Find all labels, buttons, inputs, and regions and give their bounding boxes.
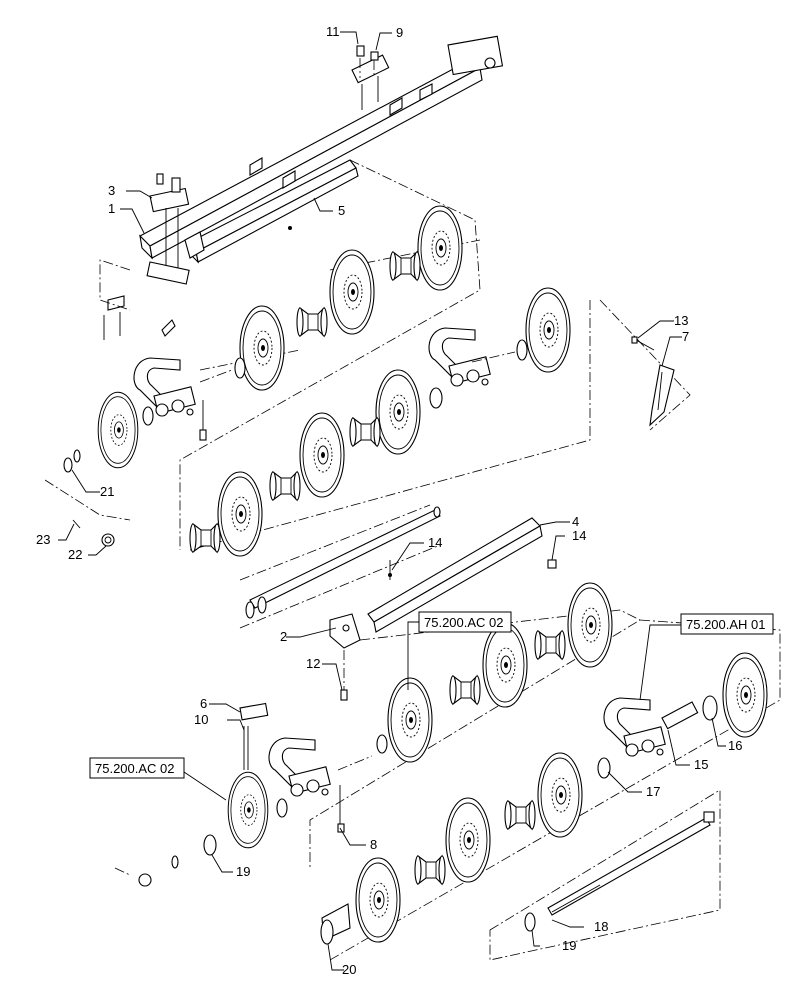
callout-19-left: 19	[236, 864, 250, 879]
bracket-part-2	[329, 613, 361, 701]
callout-9: 9	[396, 25, 403, 40]
callout-18: 18	[594, 919, 608, 934]
callout-14-center: 14	[428, 535, 442, 550]
callout-labels: 1 3 11 9 5 13 7 21 23 22 4 14 14 2 12 6 …	[36, 24, 742, 977]
callout-14-right: 14	[572, 528, 586, 543]
main-beam	[139, 35, 504, 260]
callout-19-right: 19	[562, 938, 576, 953]
scraper-bar	[184, 159, 359, 264]
lower-gang-discs	[114, 582, 768, 945]
nut-22-bolt-23	[72, 519, 115, 547]
callout-23: 23	[36, 532, 50, 547]
upper-gang-discs	[63, 205, 571, 557]
callout-15: 15	[694, 757, 708, 772]
callout-22: 22	[68, 547, 82, 562]
long-axle-18	[524, 811, 715, 932]
upper-gang-outline	[44, 159, 691, 551]
callout-5: 5	[338, 203, 345, 218]
reference-boxes: 75.200.AC 02 75.200.AC 02 75.200.AH 01	[89, 611, 774, 779]
ref-box-right: 75.200.AH 01	[686, 617, 766, 632]
top-clamp-hardware	[351, 45, 390, 110]
callout-21: 21	[100, 484, 114, 499]
lower-bar	[367, 517, 557, 633]
callout-2: 2	[280, 629, 287, 644]
callout-20: 20	[342, 962, 356, 977]
leader-lines	[58, 31, 726, 971]
left-clamp-hardware	[103, 173, 190, 340]
callout-1: 1	[108, 201, 115, 216]
callout-17: 17	[646, 784, 660, 799]
callout-13: 13	[674, 313, 688, 328]
callout-7: 7	[682, 329, 689, 344]
callout-8: 8	[370, 837, 377, 852]
ref-box-upper: 75.200.AC 02	[424, 615, 504, 630]
callout-3: 3	[108, 183, 115, 198]
callout-16: 16	[728, 738, 742, 753]
plate-6-bolt-10	[239, 702, 269, 770]
callout-4: 4	[572, 514, 579, 529]
tine-part-7	[631, 336, 675, 427]
callout-10: 10	[194, 712, 208, 727]
ref-box-left: 75.200.AC 02	[95, 761, 175, 776]
callout-11: 11	[326, 24, 340, 39]
callout-12: 12	[306, 656, 320, 671]
callout-6: 6	[200, 696, 207, 711]
axle-shaft-upper	[239, 504, 441, 629]
